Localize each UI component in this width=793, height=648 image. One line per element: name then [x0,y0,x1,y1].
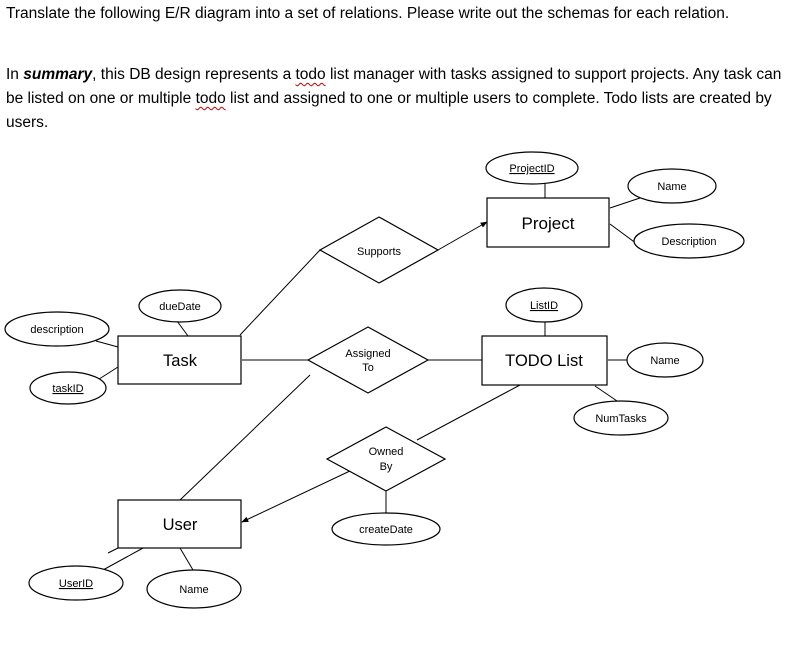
relationship-supports-label: Supports [357,246,402,258]
attribute-create-date-label: createDate [359,524,413,536]
attribute-list-name: Name [626,342,704,378]
spellcheck-word-todo-1: todo [295,66,326,83]
instruction-line: Translate the following E/R diagram into… [6,5,730,22]
link-ownedby-user [241,469,353,523]
entity-project: Project [486,197,610,248]
attribute-task-id-label: taskID [52,383,83,395]
attribute-list-id: ListID [505,287,583,323]
attribute-user-name-label: Name [179,584,208,596]
summary-text: In summary, this DB design represents a … [6,63,786,135]
attribute-project-id: ProjectID [485,151,579,185]
relationship-assigned-label-2: To [362,362,374,374]
attribute-user-id-label: UserID [59,578,93,590]
link-assigned-user [179,374,311,501]
attribute-project-name-label: Name [657,181,686,193]
entity-user: User [117,499,242,549]
attribute-project-name: Name [627,168,717,204]
link-project-name [609,197,641,209]
attribute-num-tasks-label: NumTasks [595,413,647,425]
summary-prefix: In [6,66,24,83]
relationship-owned-label-1: Owned [369,446,404,458]
relationship-assigned-to: Assigned To [306,326,430,394]
link-task-supports [239,249,321,336]
link-list-ownedby [416,384,521,441]
entity-project-label: Project [522,214,575,233]
link-task-description [95,340,119,348]
relationship-assigned-label-1: Assigned [345,348,390,360]
attribute-user-id: UserID [28,565,124,601]
attribute-due-date-label: dueDate [159,301,201,313]
entity-task-label: Task [163,352,198,370]
attribute-project-description-label: Description [661,236,716,248]
link-task-duedate [176,320,189,337]
summary-part-1: , this DB design represents a [92,66,296,83]
spellcheck-word-todo-2: todo [195,90,226,107]
instruction-text: Translate the following E/R diagram into… [6,2,786,26]
relationship-owned-by: Owned By [325,426,447,492]
attribute-list-id-label: ListID [530,300,558,312]
link-user-id [102,547,144,571]
summary-part-3: list and assigned to one or multiple use… [6,90,772,131]
entity-user-label: User [163,516,198,534]
summary-part-2: list manager with tasks assigned to supp… [6,66,782,107]
attribute-due-date: dueDate [138,289,222,323]
link-supports-project [437,221,488,251]
entity-todo-list-label: TODO List [505,352,583,370]
attribute-list-name-label: Name [650,355,679,367]
attribute-project-id-label: ProjectID [509,163,554,175]
attribute-task-description: description [4,311,110,347]
attribute-project-description: Description [633,223,745,259]
link-user-id-extra [107,547,119,554]
attribute-create-date: createDate [331,512,441,546]
link-list-numtasks [594,385,621,404]
attribute-task-id: taskID [29,371,107,405]
entity-todo-list: TODO List [481,335,608,386]
attribute-task-description-label: description [30,324,83,336]
relationship-owned-label-2: By [380,461,393,473]
entity-task: Task [117,335,242,385]
link-user-name [179,547,194,571]
relationship-supports: Supports [318,216,440,284]
summary-bold-word: summary [23,66,93,83]
attribute-user-name: Name [146,569,242,609]
attribute-num-tasks: NumTasks [573,400,669,436]
